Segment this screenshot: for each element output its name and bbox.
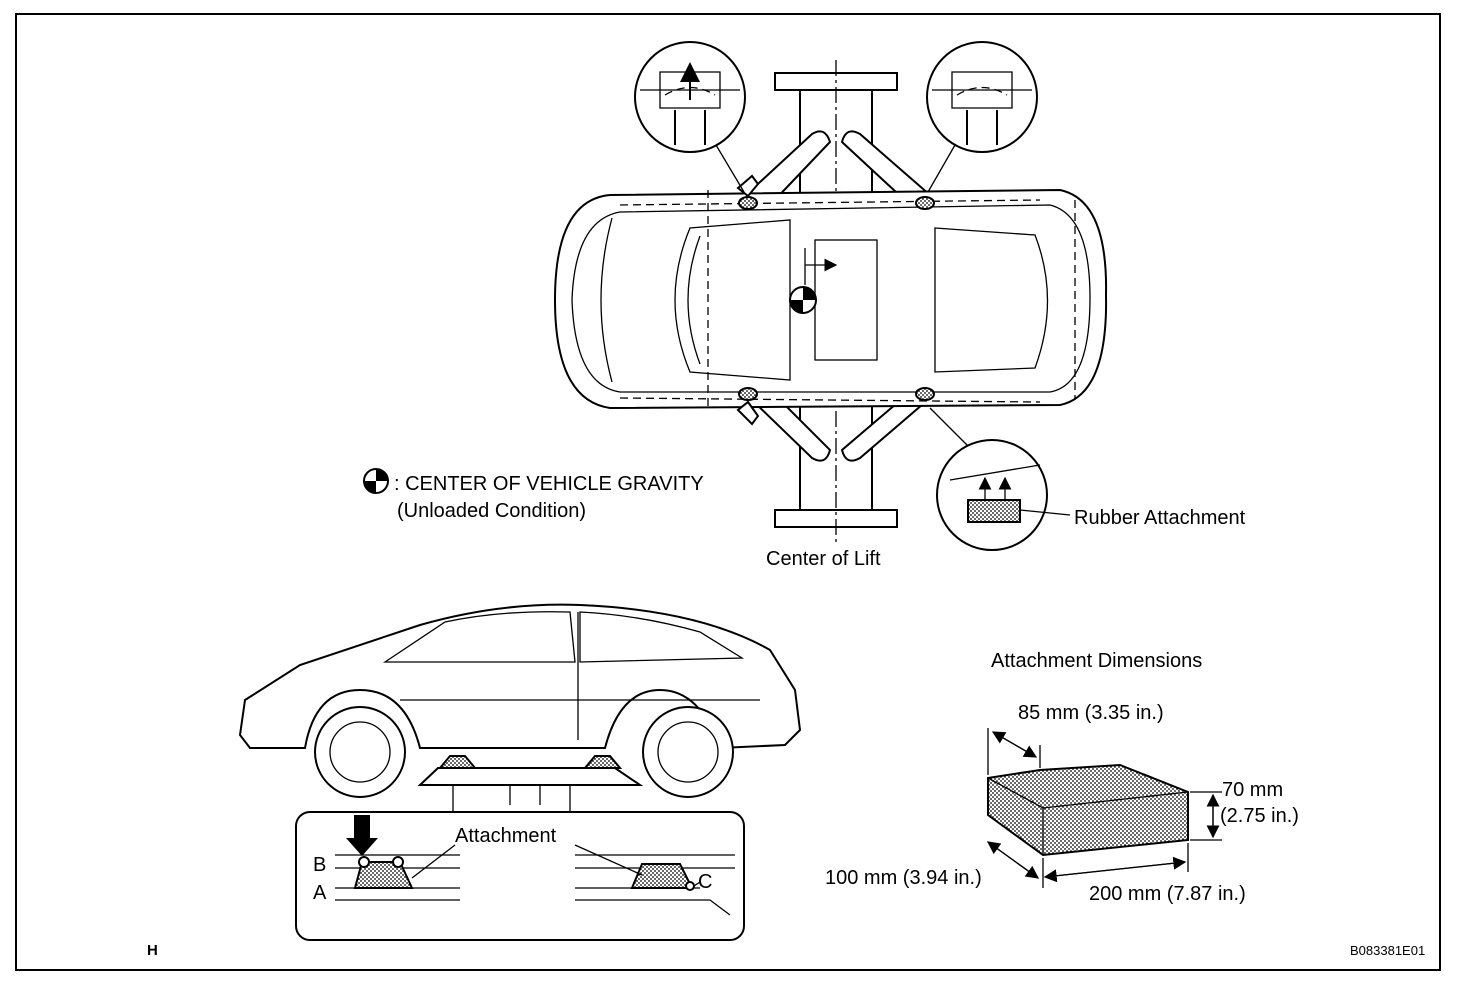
figure-id: B083381E01 <box>1350 943 1425 958</box>
attachment-label: Attachment <box>455 825 557 847</box>
dim-height-in-label: (2.75 in.) <box>1220 805 1299 827</box>
lift-top-view <box>744 60 933 545</box>
dim-length-label: 200 mm (7.87 in.) <box>1089 883 1246 905</box>
attachment-block-3d <box>986 728 1222 888</box>
mirror-right <box>736 400 760 426</box>
lift-point-front-left <box>738 196 758 210</box>
figure-border <box>15 13 1441 971</box>
lift-point-rear-left <box>915 196 935 210</box>
rear-side-window <box>579 611 745 663</box>
windshield <box>674 219 791 381</box>
center-of-lift-label: Center of Lift <box>766 548 881 570</box>
side-attachment-front <box>437 755 478 769</box>
push-down-arrow-icon <box>346 815 378 856</box>
rear-window <box>934 227 1049 373</box>
point-b-label: B <box>313 854 326 876</box>
side-attachment-rear <box>582 755 623 769</box>
lift-arm-front-right <box>748 390 832 462</box>
detail-attachment-right <box>630 863 694 889</box>
center-of-gravity-icon <box>789 286 817 314</box>
lift-point-front-right <box>738 387 758 401</box>
dim-depth-label: 85 mm (3.35 in.) <box>1018 702 1164 724</box>
lift-point-rear-right <box>915 387 935 401</box>
lift-platform <box>417 767 644 786</box>
lift-arm-rear-right <box>840 390 933 462</box>
car-body-side <box>238 603 802 750</box>
rubber-attachment-label: Rubber Attachment <box>1074 507 1246 529</box>
attachment-detail-box <box>295 811 745 941</box>
car-side-view <box>238 603 802 812</box>
car-body-outline <box>553 188 1108 410</box>
lift-arm-front-left <box>744 130 832 207</box>
cog-legend-text: : CENTER OF VEHICLE GRAVITY <box>394 473 704 495</box>
point-c-label: C <box>698 871 712 893</box>
zoom-detail-rear <box>926 41 1038 193</box>
dim-height-mm-label: 70 mm <box>1222 779 1283 801</box>
dim-width-label: 100 mm (3.94 in.) <box>825 867 982 889</box>
zoom-detail-rubber-attachment <box>929 407 1071 551</box>
car-top-view <box>553 174 1108 426</box>
cog-legend-icon <box>363 468 389 494</box>
front-window <box>382 611 576 663</box>
lift-arm-rear-left <box>840 130 932 207</box>
cog-legend-subtext: (Unloaded Condition) <box>397 500 586 522</box>
zoom-detail-front <box>634 41 746 193</box>
front-wheel <box>314 706 406 798</box>
rear-wheel <box>642 706 734 798</box>
attachment-dimensions-title: Attachment Dimensions <box>991 650 1202 672</box>
point-a-label: A <box>313 882 327 904</box>
footer-left-code: H <box>147 942 158 959</box>
